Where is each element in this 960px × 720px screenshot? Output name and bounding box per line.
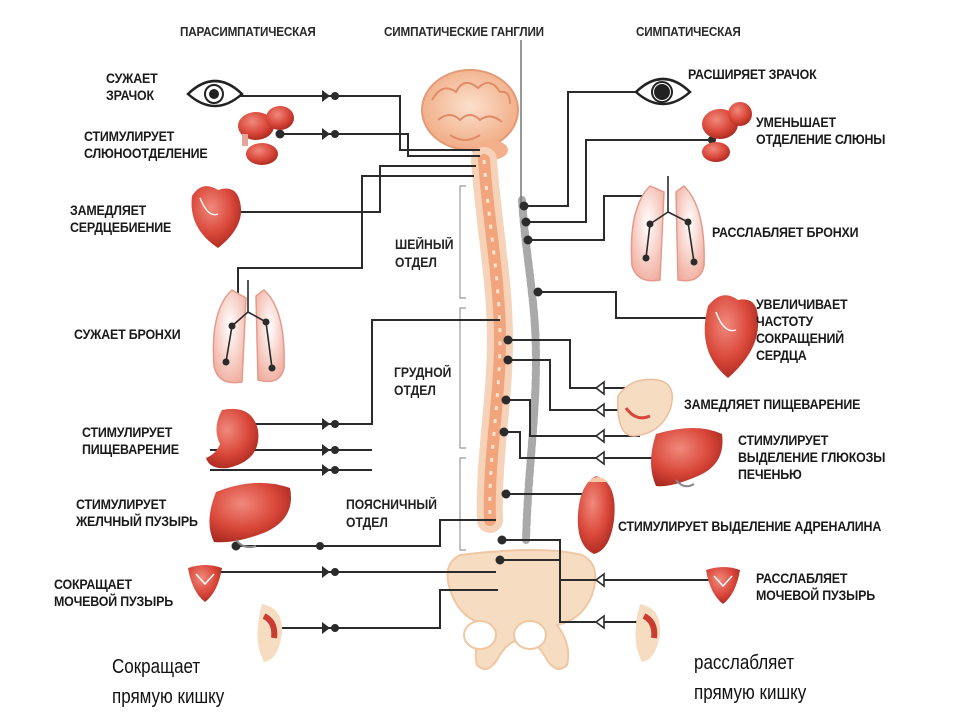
eye-right [634,77,692,106]
adrenal-gland-right [577,476,615,554]
symp-label-bronchi: РАССЛАБЛЯЕТ БРОНХИ [712,225,859,240]
section-cervical: ШЕЙНЫЙ ОТДЕЛ [395,237,454,270]
sympathetic-pathways [500,91,722,623]
rectum-left [257,604,283,662]
heart-right [704,295,759,378]
salivary-gland-right [702,102,752,162]
sympathetic-heading: СИМПАТИЧЕСКАЯ [636,24,741,39]
para-label-digestion: СТИМУЛИРУЕТ ПИЩЕВАРЕНИЕ [82,425,179,457]
symp-label-rectum: расслабляет прямую кишку [694,652,807,704]
para-label-bronchi: СУЖАЕТ БРОНХИ [74,327,181,342]
sympathetic-ganglia-chain [518,196,541,544]
ganglia-heading: СИМПАТИЧЕСКИЕ ГАНГЛИИ [384,24,544,39]
heart-left [191,186,242,248]
stomach-right [617,378,673,437]
symp-label-glucose: СТИМУЛИРУЕТ ВЫДЕЛЕНИЕ ГЛЮКОЗЫ ПЕЧЕНЬЮ [738,433,886,482]
para-label-rectum: Сокращает прямую кишку [112,656,225,708]
symp-label-saliva: УМЕНЬШАЕТ ОТДЕЛЕНИЕ СЛЮНЫ [756,115,886,147]
parasympathetic-heading: ПАРАСИМПАТИЧЕСКАЯ [180,24,316,39]
liver-left [209,482,291,549]
para-label-pupil: СУЖАЕТ ЗРАЧОК [106,71,158,103]
para-label-salivation: СТИМУЛИРУЕТ СЛЮНООТДЕЛЕНИЕ [84,129,208,161]
bladder-left [188,565,222,602]
spinal-column [471,147,514,533]
para-label-heart: ЗАМЕДЛЯЕТ СЕРДЦЕБИЕНИЕ [70,203,172,235]
section-brackets [459,185,466,551]
parasympathetic-pathways [200,95,500,629]
lungs-right [630,176,705,282]
salivary-gland-left [238,106,294,165]
bladder-right [706,567,740,604]
symp-label-bladder: РАССЛАБЛЯЕТ МОЧЕВОЙ ПУЗЫРЬ [756,571,875,603]
pelvis [446,549,597,670]
stomach-left [206,408,259,469]
sympathetic-ganglia-markers [495,88,726,630]
brain [421,69,519,160]
lungs-left [212,280,285,384]
symp-label-pupil: РАСШИРЯЕТ ЗРАЧОК [688,67,817,82]
eye-left [186,79,244,108]
section-thoracic: ГРУДНОЙ ОТДЕЛ [394,365,452,398]
para-label-bladder: СОКРАЩАЕТ МОЧЕВОЙ ПУЗЫРЬ [54,577,173,609]
rectum-right [635,604,661,662]
para-label-gallbladder: СТИМУЛИРУЕТ ЖЕЛЧНЫЙ ПУЗЫРЬ [76,497,198,529]
liver-right [651,428,723,488]
symp-label-adrenaline: СТИМУЛИРУЕТ ВЫДЕЛЕНИЕ АДРЕНАЛИНА [618,519,882,534]
symp-label-heart: УВЕЛИЧИВАЕТ ЧАСТОТУ СОКРАЩЕНИЙ СЕРДЦА [756,297,848,363]
section-lumbar: ПОЯСНИЧНЫЙ ОТДЕЛ [346,497,437,530]
symp-label-digestion: ЗАМЕДЛЯЕТ ПИЩЕВАРЕНИЕ [684,397,861,412]
